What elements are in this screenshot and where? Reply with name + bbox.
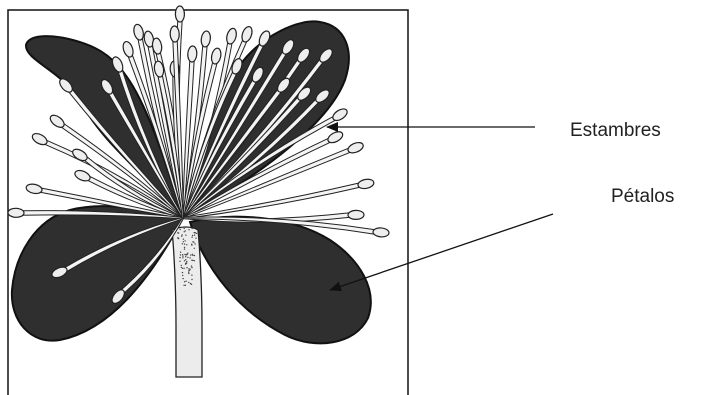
stipple-dot: [185, 230, 186, 231]
stipple-dot: [184, 260, 185, 261]
stipple-dot: [182, 272, 183, 273]
stamen-anther: [187, 46, 197, 62]
stamen-anther: [240, 25, 254, 43]
stamen-anther: [121, 40, 135, 58]
stipple-dot: [183, 268, 184, 269]
stipple-dot: [191, 228, 192, 229]
stipple-dot: [194, 255, 195, 256]
stipple-dot: [184, 248, 185, 249]
stipple-dot: [184, 281, 185, 282]
stipple-dot: [192, 235, 193, 236]
stipple-dot: [194, 232, 195, 233]
stipple-dot: [186, 244, 187, 245]
stamen-anther: [132, 23, 144, 41]
flower-stalk: [172, 227, 202, 377]
stipple-dot: [181, 234, 182, 235]
stipple-dot: [185, 235, 186, 236]
stipple-dot: [195, 238, 196, 239]
stipple-dot: [188, 282, 189, 283]
petals-label: Pétalos: [611, 186, 674, 208]
stipple-dot: [184, 228, 185, 229]
stipple-dot: [189, 269, 190, 270]
stipple-dot: [182, 256, 183, 257]
stipple-dot: [180, 229, 181, 230]
stipple-dot: [185, 256, 186, 257]
stipple-dot: [184, 243, 185, 244]
stipple-dot: [187, 257, 188, 258]
stipple-dot: [185, 285, 186, 286]
stipple-dot: [188, 272, 189, 273]
stipple-dot: [179, 261, 180, 262]
stipple-dot: [186, 267, 187, 268]
stamen-anther: [357, 178, 374, 190]
stamen-anther: [170, 26, 180, 42]
stipple-dot: [188, 268, 189, 269]
stipple-dot: [178, 232, 179, 233]
stipple-dot: [194, 248, 195, 249]
stipple-dot: [180, 254, 181, 255]
stipple-dot: [192, 260, 193, 261]
stipple-dot: [189, 257, 190, 258]
stipple-dot: [185, 259, 186, 260]
stamen-anther: [8, 208, 24, 217]
stipple-dot: [191, 267, 192, 268]
stipple-dot: [182, 257, 183, 258]
stamen-anther: [175, 6, 184, 22]
stipple-dot: [184, 231, 185, 232]
stipple-dot: [181, 236, 182, 237]
stipple-dot: [192, 255, 193, 256]
stipple-dot: [181, 267, 182, 268]
stipple-dot: [191, 244, 192, 245]
stipple-dot: [183, 241, 184, 242]
stipple-dot: [188, 229, 189, 230]
stipple-dot: [192, 241, 193, 242]
stipple-dot: [188, 270, 189, 271]
stipple-dot: [182, 254, 183, 255]
stipple-dot: [194, 260, 195, 261]
stipple-dot: [186, 263, 187, 264]
stipple-dot: [194, 235, 195, 236]
petals-arrow: [330, 214, 553, 290]
stipple-dot: [185, 281, 186, 282]
stamen-anther: [348, 210, 364, 219]
stipple-dot: [184, 254, 185, 255]
stipple-dot: [182, 278, 183, 279]
stipple-dot: [191, 265, 192, 266]
stipple-dot: [180, 252, 181, 253]
stamen-anther: [200, 30, 211, 47]
stipple-dot: [181, 265, 182, 266]
stipple-dot: [190, 254, 191, 255]
stipple-dot: [187, 253, 188, 254]
stamen-anther: [210, 47, 222, 64]
stipple-dot: [194, 243, 195, 244]
stipple-dot: [184, 247, 185, 248]
stipple-dot: [182, 243, 183, 244]
stipple-dot: [190, 283, 191, 284]
stipple-dot: [179, 257, 180, 258]
stipple-dot: [183, 285, 184, 286]
stipple-dot: [191, 275, 192, 276]
stamen-anther: [25, 183, 42, 195]
stipple-dot: [191, 237, 192, 238]
stipple-dot: [182, 268, 183, 269]
stipple-dot: [186, 261, 187, 262]
stamen-anther: [225, 27, 238, 45]
stipple-dot: [182, 275, 183, 276]
stamen-anther: [373, 227, 390, 237]
stipple-dot: [196, 233, 197, 234]
stipple-dot: [184, 240, 185, 241]
stipple-dot: [191, 279, 192, 280]
stamens-label: Estambres: [570, 120, 661, 142]
petal-lower-right: [190, 217, 371, 344]
stipple-dot: [183, 239, 184, 240]
stipple-dot: [177, 237, 178, 238]
